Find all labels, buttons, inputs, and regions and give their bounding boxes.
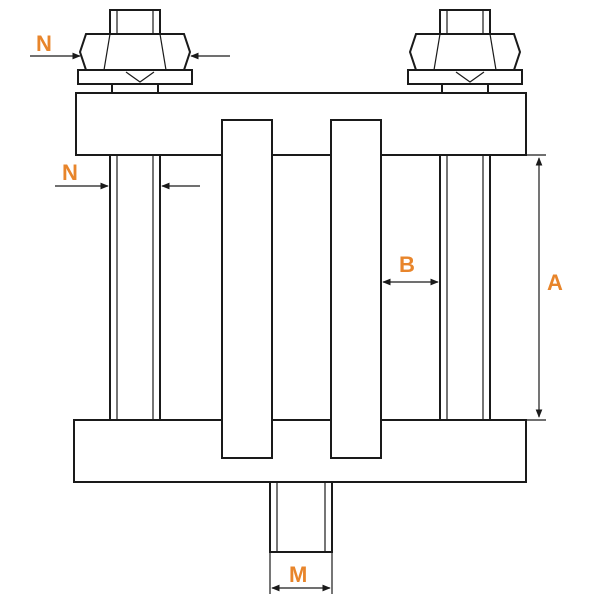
label-b: B xyxy=(399,252,415,277)
shank xyxy=(269,481,333,553)
bottom-plate xyxy=(73,419,527,483)
left-nut-assembly xyxy=(77,9,193,94)
dimension-n-rod: N xyxy=(55,160,200,190)
dimension-m: M xyxy=(269,552,333,594)
label-m: M xyxy=(289,562,307,587)
right-rod xyxy=(439,149,491,421)
dimension-a: A xyxy=(526,154,563,421)
label-n-rod: N xyxy=(62,160,78,185)
label-n-top: N xyxy=(36,31,52,56)
label-a: A xyxy=(547,270,563,295)
dimension-n-top: N xyxy=(30,31,230,60)
clamp-bar-left xyxy=(221,119,273,459)
right-nut-assembly xyxy=(407,9,523,94)
top-plate xyxy=(75,92,527,156)
dimension-b: B xyxy=(382,252,439,286)
clamp-bar-right xyxy=(330,119,382,459)
left-rod xyxy=(109,149,161,421)
